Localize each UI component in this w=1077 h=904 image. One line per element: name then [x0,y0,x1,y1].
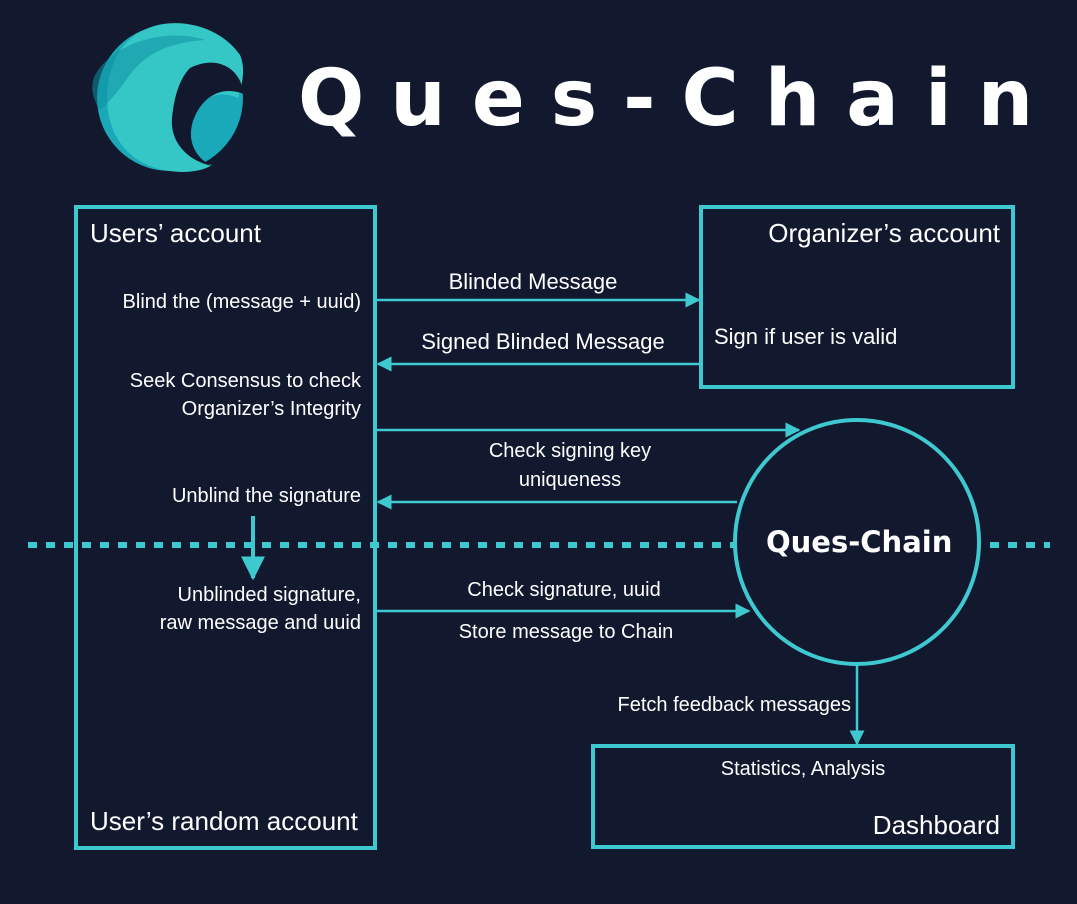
page-title: Ques-Chain [298,54,1060,144]
wave-logo-icon [92,23,244,172]
step-unblinded-1: Unblinded signature, [177,584,361,606]
check-key-label-2: uniqueness [518,469,622,491]
check-key-label-1: Check signing key [488,440,652,462]
step-seek-consensus-1: Seek Consensus to check [129,370,361,392]
blinded-message-label: Blinded Message [448,269,618,294]
users-account-title: Users’ account [90,218,261,248]
organizer-sign-step: Sign if user is valid [714,324,898,349]
ques-chain-node-label: Ques-Chain [766,525,953,559]
fetch-feedback-label: Fetch feedback messages [617,694,851,716]
step-seek-consensus-2: Organizer’s Integrity [181,398,361,420]
dashboard-body: Statistics, Analysis [720,758,886,780]
store-message-label: Store message to Chain [458,621,674,643]
dashboard-box [591,744,1015,849]
dashboard-title: Dashboard [872,810,1000,840]
signed-blinded-message-label: Signed Blinded Message [421,329,665,354]
organizer-account-box [699,205,1015,389]
users-random-account-label: User’s random account [90,806,358,836]
check-signature-label: Check signature, uuid [467,579,661,601]
step-unblinded-2: raw message and uuid [159,612,361,634]
step-blind: Blind the (message + uuid) [122,291,361,313]
users-account-box [74,205,377,850]
organizer-account-title: Organizer’s account [768,218,1000,248]
step-unblind: Unblind the signature [171,485,361,507]
